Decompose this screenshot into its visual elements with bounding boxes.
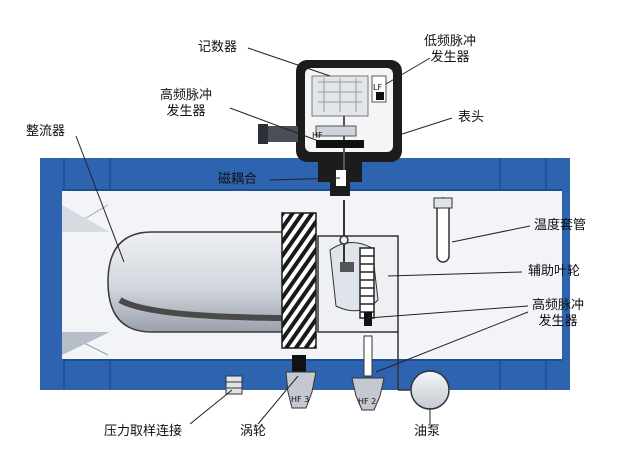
meter-head: LF HF: [258, 60, 402, 196]
hf-marker: HF: [312, 131, 323, 140]
aux-impeller-assembly: [317, 200, 399, 333]
label-lf-pulse-generator: 低频脉冲 发生器: [424, 34, 476, 66]
label-hf-pulse-generator-right: 高频脉冲 发生器: [532, 298, 584, 330]
pressure-tap: [225, 375, 243, 395]
turbine-rotor: [281, 212, 317, 349]
label-meter-head: 表头: [458, 110, 485, 125]
hf3-marker: HF 3: [291, 395, 309, 404]
flange-lines: [63, 158, 547, 390]
temperature-sleeve: [433, 197, 453, 263]
lf-marker: LF: [373, 83, 382, 92]
hf2-marker: HF 2: [358, 397, 376, 406]
hf2-pickup: HF 2: [351, 335, 385, 411]
label-hf-pulse-generator-top: 高频脉冲 发生器: [160, 88, 212, 120]
label-turbine: 涡轮: [240, 424, 267, 439]
label-hf-pulse-top-line2: 发生器: [166, 104, 206, 119]
label-hf-pulse-right-line1: 高频脉冲: [532, 298, 585, 313]
leader-lines: [75, 47, 531, 425]
label-lf-pulse-line1: 低频脉冲: [424, 34, 477, 49]
label-counter: 记数器: [198, 40, 238, 55]
label-hf-pulse-top-line1: 高频脉冲: [160, 88, 213, 103]
label-hf-pulse-right-line2: 发生器: [538, 314, 578, 329]
label-temperature-sleeve: 温度套管: [534, 218, 587, 233]
label-lf-pulse-line2: 发生器: [430, 50, 470, 65]
label-pressure-tap: 压力取样连接: [104, 424, 183, 439]
rectifier-nose: [61, 204, 297, 356]
label-rectifier: 整流器: [26, 124, 66, 139]
label-magnetic-coupling: 磁耦合: [218, 172, 258, 187]
label-oil-pump: 油泵: [414, 424, 441, 439]
label-aux-impeller: 辅助叶轮: [528, 264, 581, 279]
